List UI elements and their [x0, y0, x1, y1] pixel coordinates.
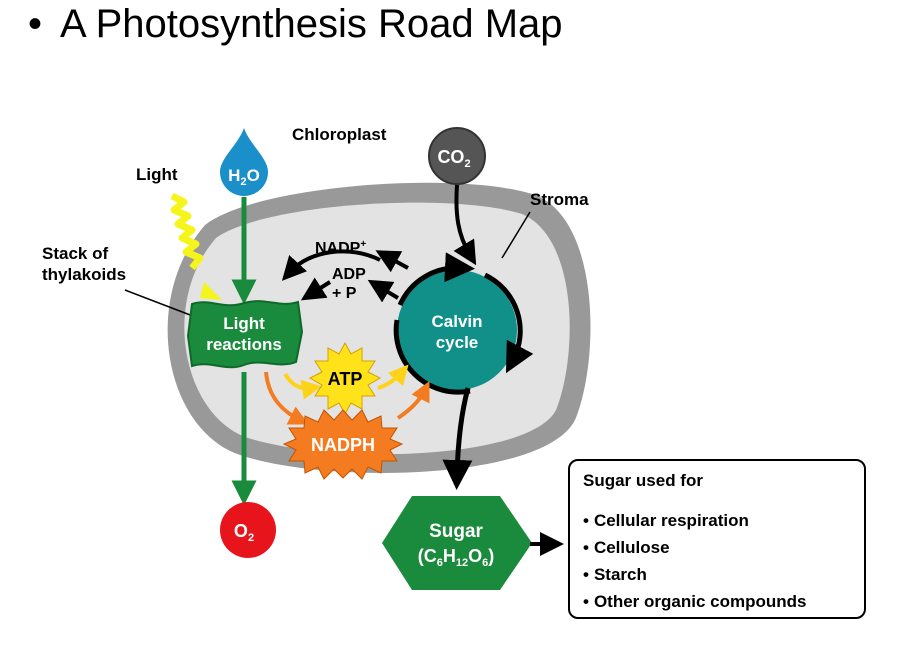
h2o-sub: 2 — [240, 176, 246, 188]
adp-return-arrow — [300, 277, 332, 301]
list-item: Other organic compounds — [583, 588, 807, 615]
chloroplast-label: Chloroplast — [292, 125, 387, 144]
sugar-uses-title: Sugar used for — [583, 471, 703, 490]
nadph-label: NADPH — [311, 435, 375, 455]
title-bullet: • — [28, 2, 43, 46]
light-to-atp-arrow — [283, 372, 322, 400]
light-reactions-label-2: reactions — [206, 335, 282, 354]
nadph-to-calvin-arrow — [396, 381, 430, 420]
light-to-nadph-arrow — [264, 371, 309, 425]
sugar-o: O — [468, 546, 482, 566]
nadp-return-arrow — [281, 249, 381, 281]
sugar-uses-box: Sugar used for Cellular respiration Cell… — [568, 459, 866, 619]
sugar-uses-list: Cellular respiration Cellulose Starch Ot… — [583, 507, 807, 615]
light-arrowhead — [200, 282, 222, 300]
title-text: A Photosynthesis Road Map — [60, 2, 563, 46]
sugar-label: Sugar — [429, 521, 483, 542]
adp-from-calvin-arrow — [367, 279, 400, 303]
calvin-label-1: Calvin — [431, 312, 482, 331]
sugar-hexagon — [382, 496, 532, 590]
light-reactions-stack — [186, 300, 304, 369]
calvin-cycle-circle — [397, 270, 517, 390]
co2-sub: 2 — [464, 158, 470, 170]
thylakoids-label-2: thylakoids — [42, 265, 126, 284]
sugar-h: H — [443, 546, 456, 566]
thylakoids-label-1: Stack of — [42, 244, 108, 263]
svg-text:O2: O2 — [234, 521, 254, 544]
o2-o: O — [234, 521, 248, 541]
svg-text:CO2: CO2 — [437, 147, 470, 170]
nadp-label: NADP — [315, 240, 361, 257]
co2-to-calvin-arrow — [453, 184, 477, 266]
o2-circle — [220, 502, 276, 558]
sugar-h-sub: 12 — [456, 557, 468, 569]
sugar-c-sub: 6 — [437, 557, 443, 569]
svg-text:NADP+: NADP+ — [315, 239, 366, 257]
nadph-starburst — [282, 409, 404, 480]
water-drop-icon — [220, 128, 268, 196]
calvin-cycle-ring-1 — [483, 272, 534, 374]
calvin-label-2: cycle — [436, 333, 479, 352]
light-label: Light — [136, 165, 178, 184]
co2-circle — [428, 127, 486, 185]
h2o-h: H — [228, 166, 240, 185]
list-item: Starch — [583, 561, 806, 588]
nadp-sup: + — [360, 239, 366, 250]
list-item: Cellular respiration — [583, 507, 806, 534]
light-reactions-label-1: Light — [223, 314, 265, 333]
co2-co: CO — [437, 147, 464, 167]
light-squiggle-icon — [170, 192, 204, 271]
h2o-o: O — [247, 166, 260, 185]
sugar-c: C — [424, 546, 437, 566]
atp-to-calvin-arrow — [377, 364, 409, 390]
adp-label-2: + P — [332, 285, 357, 302]
list-item: Cellulose — [583, 534, 806, 561]
stroma-pointer — [501, 211, 531, 259]
o2-sub: 2 — [248, 532, 254, 544]
stroma-label: Stroma — [530, 190, 589, 209]
calvin-to-sugar-arrow — [442, 387, 473, 490]
thylakoid-pointer — [124, 289, 199, 319]
sugar-o-sub: 6 — [482, 557, 488, 569]
calvin-cycle-ring-2 — [393, 319, 471, 395]
calvin-cycle-ring-3 — [397, 252, 475, 307]
nadp-from-calvin-arrow — [375, 250, 409, 273]
slide-title: • A Photosynthesis Road Map — [28, 2, 563, 47]
adp-label-1: ADP — [332, 266, 366, 283]
atp-label: ATP — [328, 369, 363, 389]
svg-text:H2O: H2O — [228, 166, 260, 188]
